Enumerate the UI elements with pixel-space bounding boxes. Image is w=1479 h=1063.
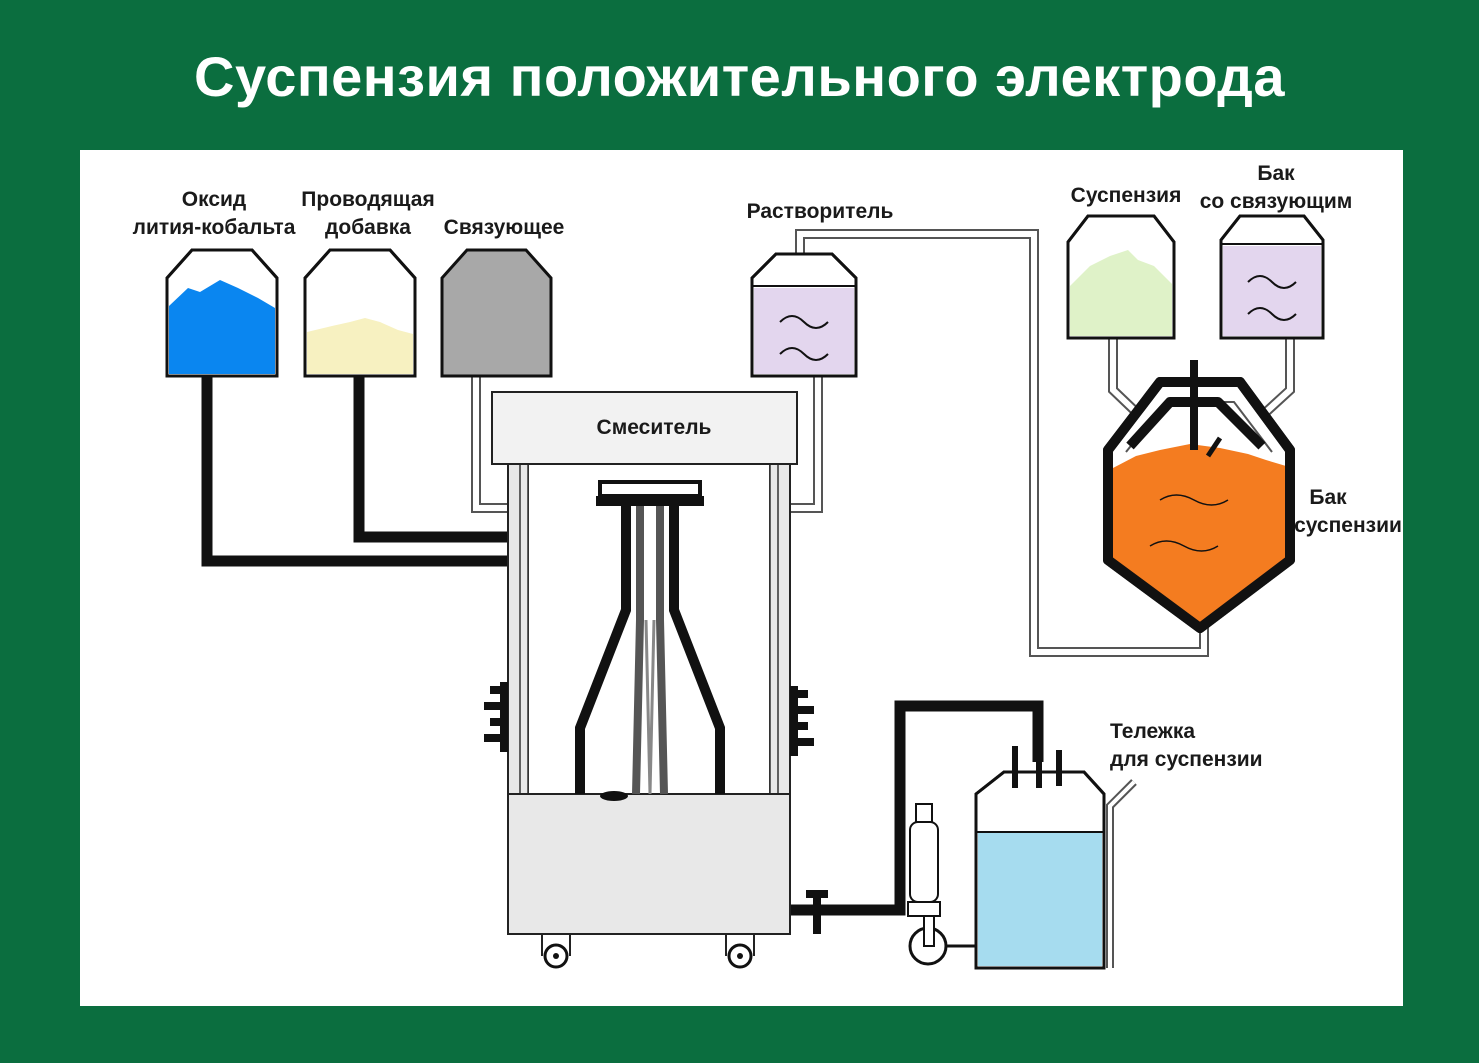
suspension-label: Суспензия [1071,184,1182,207]
slurry-tank [1103,360,1295,633]
solvent-label: Растворитель [747,200,894,223]
mixer-label: Смеситель [597,416,712,439]
suspension-hopper [1066,214,1176,340]
cart-label-line2: для суспензии [1110,748,1263,771]
conductive-additive-hopper [303,248,417,378]
page-title: Суспензия положительного электрода [194,45,1285,108]
lco-hopper [165,248,279,378]
cart-label-line1: Тележка [1110,720,1195,743]
slurry-cart [907,746,1137,970]
binder-tank-label-line2: со связующим [1200,190,1353,213]
labels: Оксид лития-кобальта Проводящая добавка … [133,162,1402,771]
conductive-label-line2: добавка [325,216,411,239]
binder-tank [1219,214,1325,340]
conductive-label-line1: Проводящая [301,188,434,211]
solvent-tank [750,252,858,378]
slurry-tank-label-line2: суспензии [1294,514,1402,537]
slurry-tank-label-line1: Бак [1309,486,1347,509]
binder-tank-label-line1: Бак [1257,162,1295,185]
binder-label: Связующее [444,216,565,239]
double-pipes [471,229,1295,657]
slurry-process-diagram: Оксид лития-кобальта Проводящая добавка … [133,162,1402,970]
lco-label-line2: лития-кобальта [133,216,296,239]
black-pipes [201,376,1044,916]
mixer [484,391,828,969]
lco-label-line1: Оксид [182,188,247,211]
binder-hopper [440,248,553,378]
